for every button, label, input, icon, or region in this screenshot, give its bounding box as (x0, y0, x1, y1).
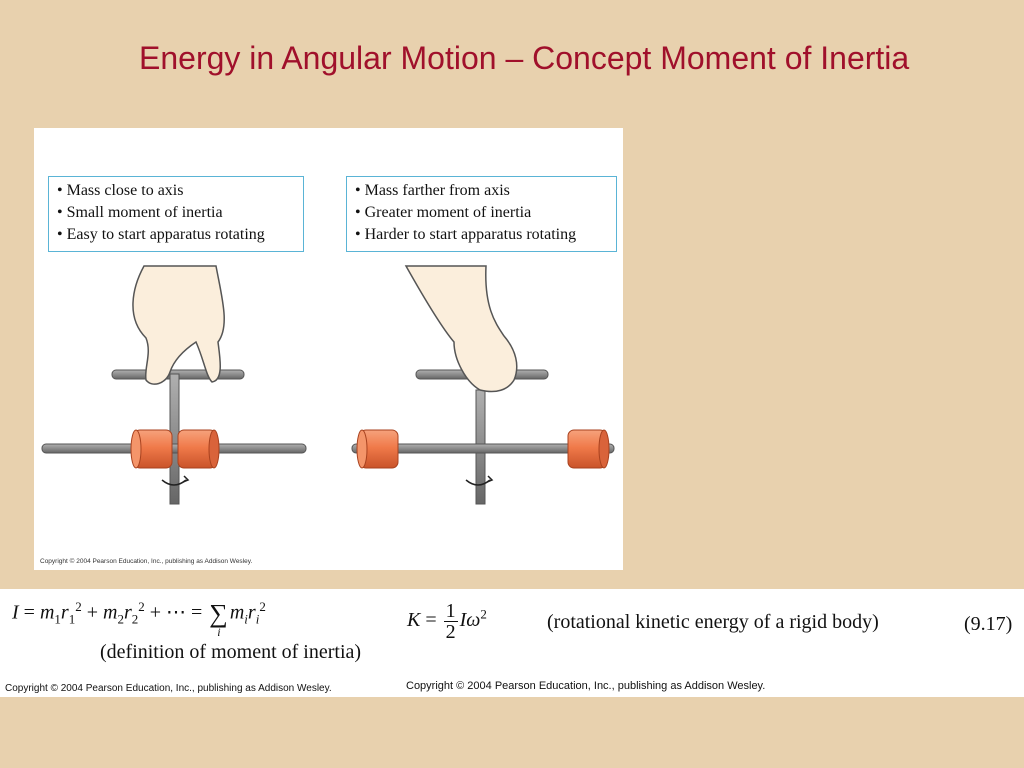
mass-left-1 (130, 429, 173, 469)
apparatus-right (351, 265, 615, 505)
figure-copyright: Copyright © 2004 Pearson Education, Inc.… (40, 558, 253, 565)
slide-title: Energy in Angular Motion – Concept Momen… (139, 40, 910, 76)
mass-left-2 (177, 429, 220, 469)
caption-mass-close: • Mass close to axis • Small moment of i… (48, 176, 304, 252)
caption-line: • Harder to start apparatus rotating (355, 226, 577, 243)
figure-panel: • Mass close to axis • Small moment of i… (34, 128, 623, 570)
apparatus-illustration (41, 265, 615, 505)
mass-right-1 (356, 429, 399, 469)
equation-number: (9.17) (964, 613, 1013, 635)
copyright-right: Copyright © 2004 Pearson Education, Inc.… (406, 680, 766, 692)
rod-left (41, 443, 307, 454)
rod-right (351, 443, 615, 454)
caption-line: • Small moment of inertia (57, 204, 223, 221)
caption-mass-far: • Mass farther from axis • Greater momen… (346, 176, 617, 252)
hand-right (404, 265, 518, 393)
inertia-definition-note: (definition of moment of inertia) (100, 641, 362, 663)
caption-line: • Mass close to axis (57, 182, 184, 199)
hand-left (132, 265, 225, 385)
caption-line: • Mass farther from axis (355, 182, 510, 199)
copyright-left: Copyright © 2004 Pearson Education, Inc.… (5, 683, 332, 694)
caption-line: • Easy to start apparatus rotating (57, 226, 265, 243)
caption-line: • Greater moment of inertia (355, 204, 532, 221)
mass-right-2 (567, 429, 610, 469)
kinetic-energy-note: (rotational kinetic energy of a rigid bo… (547, 611, 879, 633)
apparatus-left (41, 265, 307, 505)
